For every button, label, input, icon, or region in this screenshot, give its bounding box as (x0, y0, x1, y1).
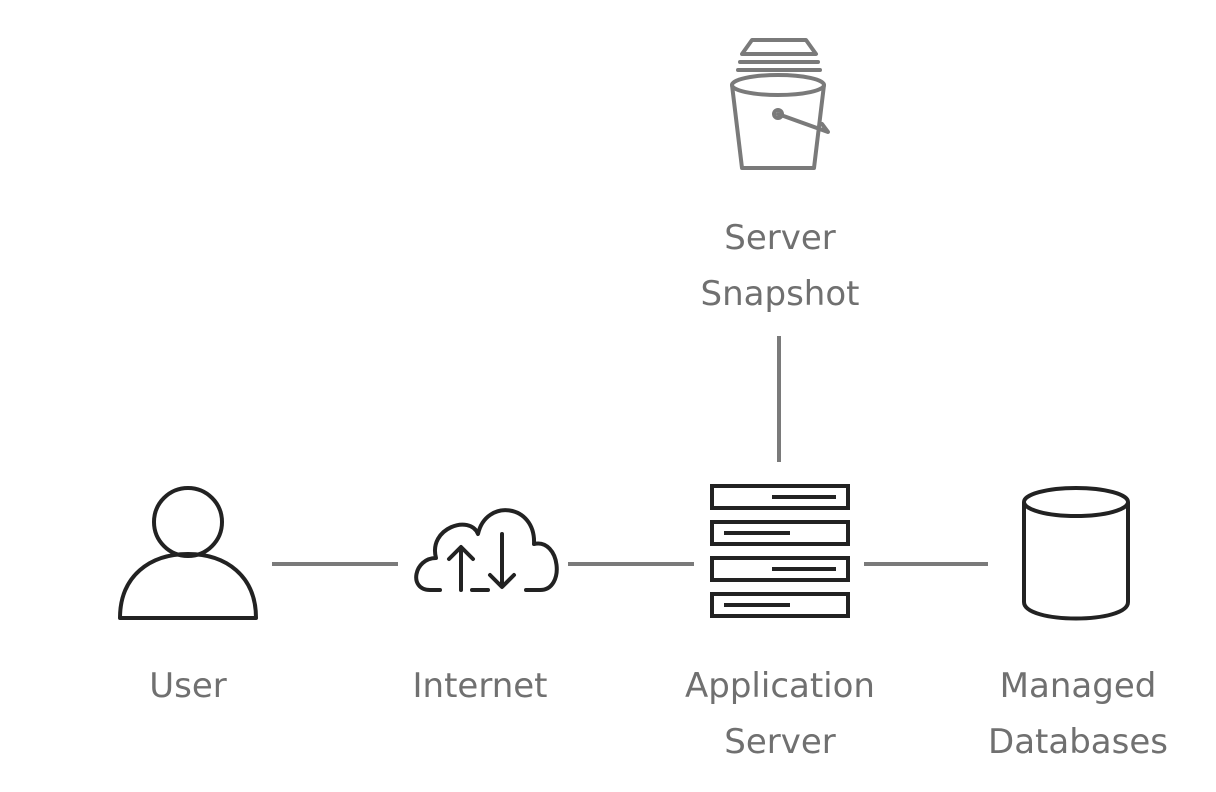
user-label: User (149, 666, 227, 706)
snapshot-label-line1: Server (724, 218, 836, 258)
snapshot-label-line2: Snapshot (700, 274, 860, 314)
databases-label: Managed Databases (988, 658, 1168, 770)
database-cylinder-icon (1022, 486, 1130, 621)
storage-bucket-icon (730, 38, 830, 170)
app-server-label: Application Server (685, 658, 875, 770)
app-server-label-line1: Application (685, 666, 875, 706)
databases-label-line2: Databases (988, 722, 1168, 762)
user-icon (118, 486, 258, 620)
cloud-upload-download-icon (414, 508, 559, 592)
snapshot-label: Server Snapshot (701, 210, 860, 322)
server-stack-icon (710, 484, 850, 618)
databases-label-line1: Managed (999, 666, 1157, 706)
internet-label: Internet (412, 666, 548, 706)
app-server-label-line2: Server (724, 722, 836, 762)
